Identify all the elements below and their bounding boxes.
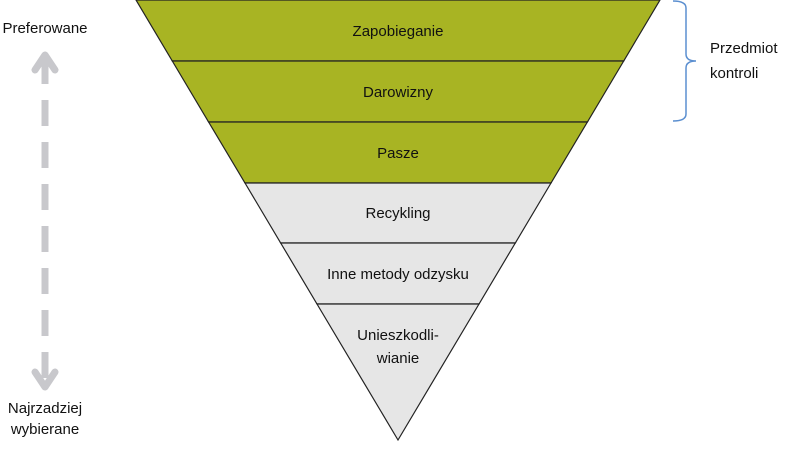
axis-bottom-label-line2: wybierane: [10, 421, 79, 438]
axis-top-label: Preferowane: [2, 20, 87, 37]
bracket-label-line2: kontroli: [710, 65, 758, 82]
right-brace-icon: [672, 0, 697, 122]
axis-bottom-label-line1: Najrzadziej: [8, 400, 82, 417]
level-label: Recykling: [365, 205, 430, 222]
bidirectional-arrow-icon: [31, 51, 59, 391]
level-label: Darowizny: [363, 84, 434, 101]
level-label: Zapobieganie: [353, 23, 444, 40]
level-label-line2: wianie: [376, 350, 420, 367]
bracket-label-line1: Przedmiot: [710, 40, 778, 57]
level-label: Pasze: [377, 145, 419, 162]
level-label: Inne metody odzysku: [327, 266, 469, 283]
level-band-unieszkodliwianie: [315, 303, 481, 442]
level-label: Unieszkodli-: [357, 327, 439, 344]
